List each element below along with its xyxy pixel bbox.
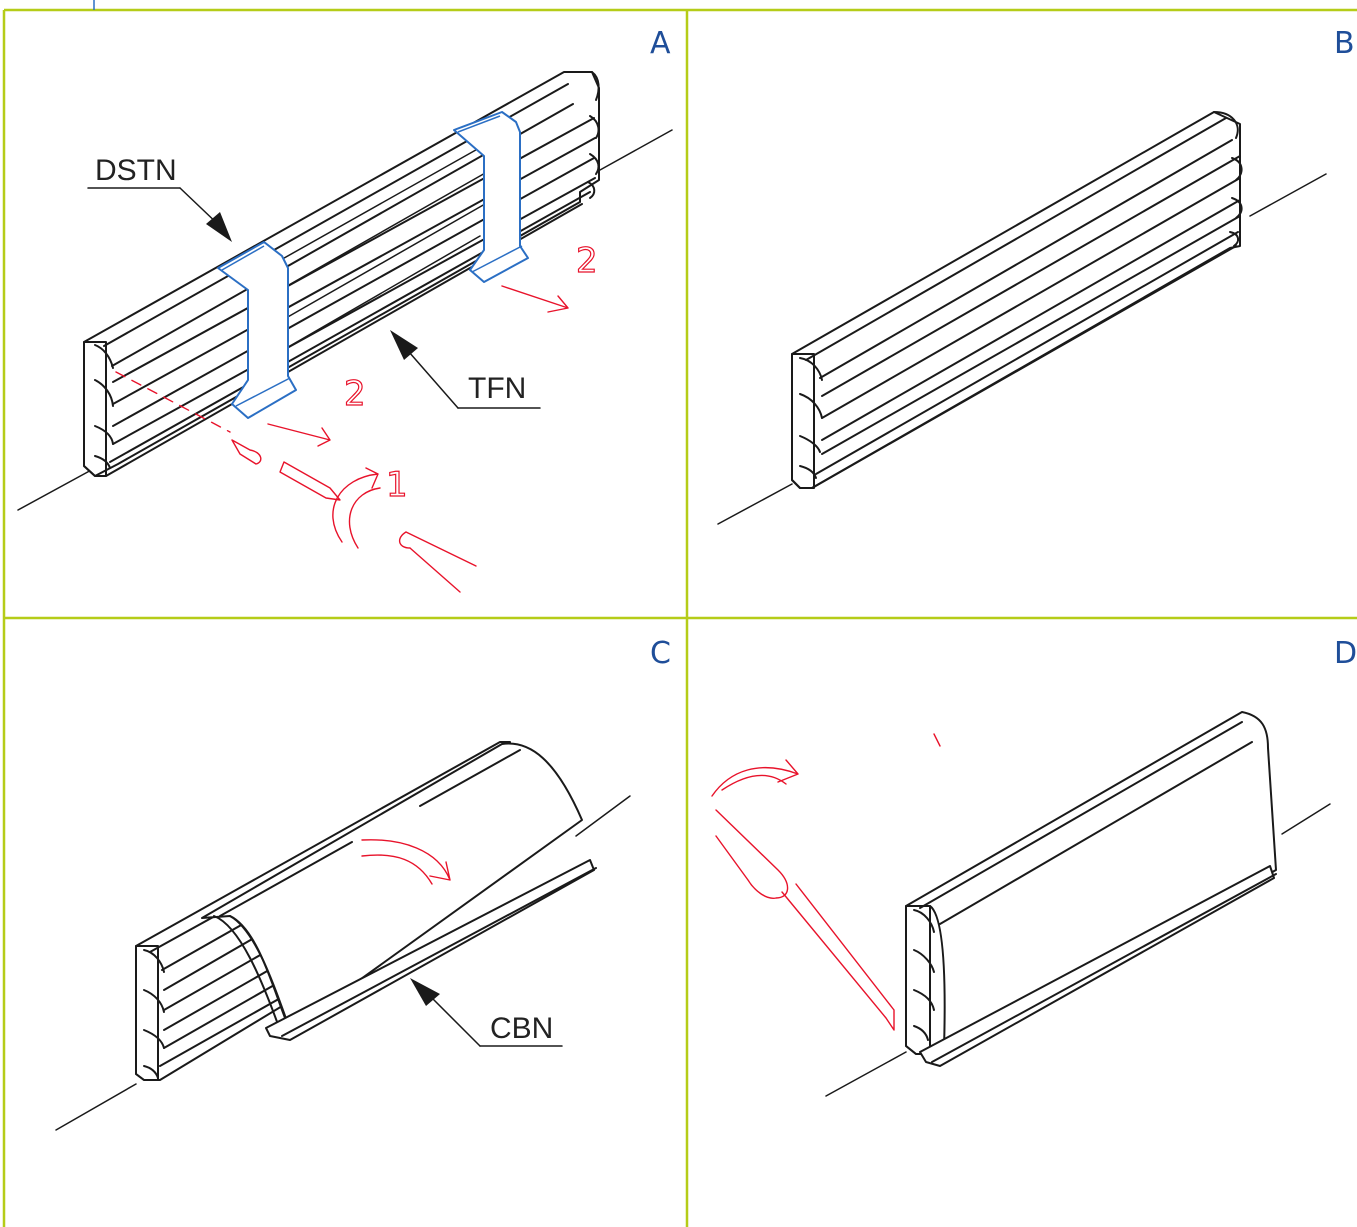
panel-c-wall-line bbox=[55, 795, 631, 1131]
panel-b-trunking bbox=[791, 111, 1243, 489]
dstn-label: DSTN bbox=[95, 154, 177, 187]
panel-a-action-arrows: 2 2 1 bbox=[115, 240, 598, 593]
panel-a: A bbox=[17, 26, 673, 593]
panel-b-wall-line bbox=[717, 173, 1327, 525]
tfn-label: TFN bbox=[468, 372, 526, 405]
panel-a-letter: A bbox=[650, 26, 671, 61]
dstn-callout: DSTN bbox=[87, 154, 232, 242]
tfn-callout: TFN bbox=[390, 330, 541, 409]
panel-a-cover-lines bbox=[269, 141, 495, 347]
panel-d-trunking bbox=[905, 711, 1277, 1067]
panel-c-cover bbox=[201, 742, 597, 1041]
panel-b-letter: B bbox=[1334, 26, 1355, 61]
panel-a-clip-left bbox=[217, 241, 297, 419]
panel-b: B bbox=[717, 26, 1355, 525]
step-2-label-right: 2 bbox=[576, 241, 598, 281]
panel-d-letter: D bbox=[1334, 636, 1357, 671]
cbn-callout: CBN bbox=[410, 978, 563, 1047]
step-1-label: 1 bbox=[386, 465, 408, 505]
panel-d-screwdriver bbox=[711, 733, 941, 1031]
cbn-label: CBN bbox=[490, 1012, 553, 1045]
panel-c: C bbox=[55, 636, 671, 1131]
panel-c-rotate-arrow bbox=[361, 839, 451, 885]
panel-a-clip-right bbox=[453, 111, 529, 283]
panel-d-wall-line bbox=[825, 803, 1331, 1097]
panel-c-letter: C bbox=[650, 636, 671, 671]
step-2-label-left: 2 bbox=[344, 374, 366, 414]
panel-a-trunking bbox=[83, 71, 600, 477]
panel-d: D bbox=[711, 636, 1357, 1097]
panel-a-wall-line bbox=[17, 129, 673, 511]
